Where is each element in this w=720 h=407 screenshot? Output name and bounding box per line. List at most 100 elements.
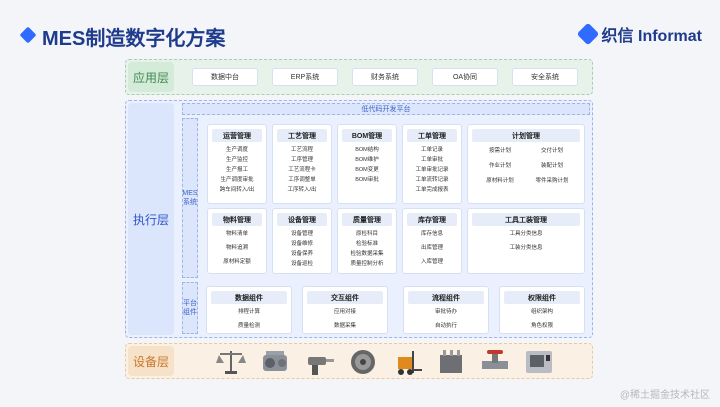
list-item: 检验数据采集 — [350, 251, 384, 257]
component-1-title: 交互组件 — [307, 291, 383, 304]
list-item: 角色权限 — [530, 323, 553, 329]
module-row2-2: 质量管理原检科目检验标准检验数据采集质量控制分析 — [337, 208, 397, 274]
list-item: BOM结构 — [355, 147, 379, 153]
module-row1-3-items: 工单记录工单审批工单审批记录工单流转记录工单完成报表 — [403, 146, 461, 195]
module-row1-0-items: 生产调度生产监控生产报工生产调度审批跨车间转入/出 — [208, 146, 266, 195]
platform-component-tag: 平台 组件 — [182, 282, 198, 334]
list-item: 工艺流程卡 — [288, 167, 316, 173]
list-item: 自动执行 — [434, 323, 457, 329]
module-row1-3: 工单管理工单记录工单审批工单审批记录工单流转记录工单完成报表 — [402, 124, 462, 204]
module-plan-title: 计划管理 — [472, 129, 580, 142]
valve-icon — [482, 350, 508, 369]
list-item: 物料清单 — [225, 231, 248, 237]
list-item: 设备维修 — [290, 241, 313, 247]
execution-layer-label: 执行层 — [128, 103, 174, 335]
component-1: 交互组件应用对接数据采集 — [302, 286, 388, 334]
component-3: 权限组件组织架构角色权限 — [499, 286, 585, 334]
component-0: 数据组件排程计算质量检测 — [206, 286, 292, 334]
list-item: 组织架构 — [530, 309, 553, 315]
brand: 织信 Informat — [576, 22, 702, 46]
turbine-icon — [351, 350, 375, 374]
list-item: 生产报工 — [225, 167, 248, 173]
module-row2-1-title: 设备管理 — [277, 213, 327, 226]
module-plan: 计划管理按需计划交付计划作业计划装配计划原材料计划零件采购计划 — [467, 124, 585, 204]
list-item: 质量控制分析 — [350, 261, 384, 267]
equipment-row — [182, 345, 588, 377]
module-row2-0: 物料管理物料清单物料追溯原材料定额 — [207, 208, 267, 274]
list-item: 工单审批 — [420, 157, 443, 163]
list-item: 物料追溯 — [225, 245, 248, 251]
module-row1-3-title: 工单管理 — [407, 129, 457, 142]
title-cube-icon — [19, 26, 37, 44]
list-item: 交付计划 — [540, 148, 563, 154]
module-row2-3-title: 库存管理 — [407, 213, 457, 226]
cnc-machine-icon — [526, 351, 552, 373]
module-row1-2-items: BOM结构 BOM维护 BOM变更 BOM审批 — [338, 146, 396, 185]
component-3-items: 组织架构角色权限 — [500, 308, 584, 331]
list-item: 按需计划 — [488, 148, 511, 154]
module-row1-1-items: 工艺流程工序管理工艺流程卡工序调整单工序转入/出 — [273, 146, 331, 195]
page-title: MES制造数字化方案 — [42, 28, 226, 50]
list-item: 生产调度审批 — [220, 177, 254, 183]
module-row2-3-items: 库存信息出库管理入库管理 — [403, 230, 461, 267]
list-item: 数据采集 — [333, 323, 356, 329]
list-item: 跨车间转入/出 — [219, 187, 255, 193]
component-0-title: 数据组件 — [211, 291, 287, 304]
watermark: @稀土掘金技术社区 — [619, 390, 710, 401]
module-row2-1-items: 设备管理设备维修设备保养设备巡检 — [273, 230, 331, 269]
engine-icon — [263, 351, 287, 371]
module-tooling-title: 工具工装管理 — [472, 213, 580, 226]
list-item: BOM变更 — [355, 167, 379, 173]
app-system-0: 数据中台 — [192, 68, 258, 86]
list-item: 原材料定额 — [223, 259, 251, 265]
drill-icon — [308, 357, 334, 375]
list-item: 工单记录 — [420, 147, 443, 153]
list-item: BOM维护 — [355, 157, 379, 163]
app-system-2: 财务系统 — [352, 68, 418, 86]
list-item: 设备管理 — [290, 231, 313, 237]
list-item: 排程计算 — [237, 309, 260, 315]
list-item: 质量检测 — [237, 323, 260, 329]
app-system-1: ERP系统 — [272, 68, 338, 86]
transformer-icon — [440, 350, 462, 373]
component-2-title: 流程组件 — [408, 291, 484, 304]
app-system-4: 安全系统 — [512, 68, 578, 86]
module-row1-0-title: 运营管理 — [212, 129, 262, 142]
module-row1-1-title: 工艺管理 — [277, 129, 327, 142]
list-item: 应用对接 — [333, 309, 356, 315]
component-3-title: 权限组件 — [504, 291, 580, 304]
list-item: 零件采购计划 — [535, 178, 569, 184]
list-item: 原材料计划 — [486, 178, 514, 184]
lowcode-platform-bar: 低代码开发平台 — [182, 103, 590, 115]
brand-name: 织信 Informat — [601, 28, 702, 45]
module-row2-0-title: 物料管理 — [212, 213, 262, 226]
module-row1-0: 运营管理生产调度生产监控生产报工生产调度审批跨车间转入/出 — [207, 124, 267, 204]
module-tooling-items: 工具分类信息工装分类信息 — [468, 230, 584, 253]
device-layer-label: 设备层 — [128, 346, 174, 376]
list-item: 检验标准 — [355, 241, 378, 247]
component-2: 流程组件审批待办自动执行 — [403, 286, 489, 334]
component-1-items: 应用对接数据采集 — [303, 308, 387, 331]
module-row2-2-items: 原检科目检验标准检验数据采集质量控制分析 — [338, 230, 396, 269]
module-row2-2-title: 质量管理 — [342, 213, 392, 226]
list-item: 工单完成报表 — [415, 187, 449, 193]
module-plan-items: 按需计划交付计划作业计划装配计划原材料计划零件采购计划 — [474, 147, 578, 186]
list-item: 设备保养 — [290, 251, 313, 257]
list-item: 工单流转记录 — [415, 177, 449, 183]
list-item: 作业计划 — [488, 163, 511, 169]
component-2-items: 审批待办自动执行 — [404, 308, 488, 331]
list-item: BOM审批 — [355, 177, 379, 183]
list-item: 原检科目 — [355, 231, 378, 237]
module-row2-1: 设备管理设备管理设备维修设备保养设备巡检 — [272, 208, 332, 274]
module-tooling: 工具工装管理工具分类信息工装分类信息 — [467, 208, 585, 274]
list-item: 库存信息 — [420, 231, 443, 237]
forklift-icon — [398, 351, 422, 375]
list-item: 设备巡检 — [290, 261, 313, 267]
list-item: 工艺流程 — [290, 147, 313, 153]
list-item: 生产监控 — [225, 157, 248, 163]
module-row2-3: 库存管理库存信息出库管理入库管理 — [402, 208, 462, 274]
brand-logo-icon — [576, 22, 599, 46]
list-item: 入库管理 — [420, 259, 443, 265]
